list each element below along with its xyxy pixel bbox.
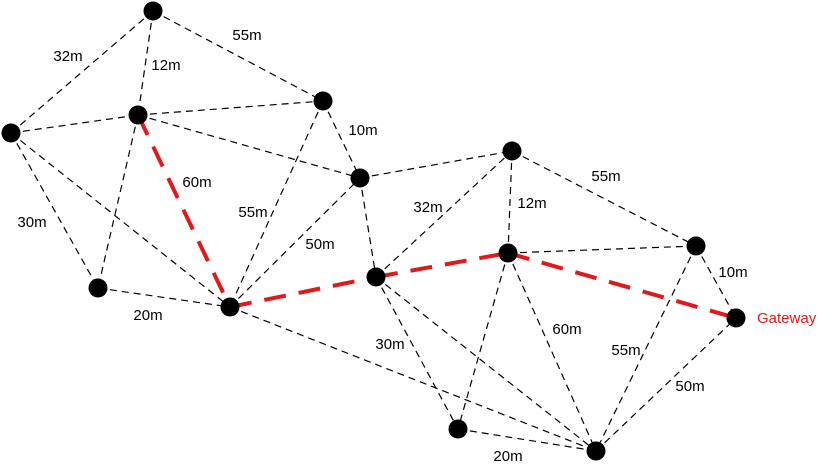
distance-label-n1-n4: 55m xyxy=(232,27,261,44)
link-n1-n4 xyxy=(152,10,324,102)
link-n9-n10 xyxy=(507,150,513,254)
link-n4-n7 xyxy=(322,100,361,179)
nodes-layer xyxy=(1,1,746,461)
mesh-node-6 xyxy=(220,297,240,317)
distance-label-n1-n2: 32m xyxy=(53,48,82,65)
distance-label-n5-n6: 20m xyxy=(133,307,162,324)
distance-label-n10-n13: 60m xyxy=(552,321,581,338)
link-n2-n6 xyxy=(10,132,231,308)
link-n11-n14 xyxy=(695,245,737,319)
link-n10-n11 xyxy=(507,245,697,254)
link-n8-n13 xyxy=(375,276,597,452)
link-n11-n13 xyxy=(595,245,697,452)
route-link-n6-n8 xyxy=(229,275,377,309)
gateway-label: Gateway xyxy=(757,310,817,327)
route-link-n10-n14 xyxy=(507,251,737,320)
link-n2-n5 xyxy=(10,132,99,289)
distance-label-n11-n14: 10m xyxy=(718,264,747,281)
link-n2-n3 xyxy=(10,114,139,134)
link-n1-n3 xyxy=(137,10,154,116)
link-n13-n14 xyxy=(595,317,737,452)
link-n10-n13 xyxy=(507,252,597,452)
link-n12-n13 xyxy=(457,428,597,452)
link-n8-n12 xyxy=(375,276,459,430)
link-n1-n2 xyxy=(10,10,154,134)
edges-layer xyxy=(10,10,737,452)
distance-label-n4-n7: 10m xyxy=(348,122,377,139)
mesh-node-1 xyxy=(143,1,163,21)
link-n6-n13 xyxy=(229,306,597,452)
link-n3-n7 xyxy=(137,114,361,179)
mesh-node-4 xyxy=(313,91,333,111)
distance-label-n4-n6: 55m xyxy=(238,204,267,221)
distance-label-n13-n14: 50m xyxy=(675,378,704,395)
mesh-node-2 xyxy=(1,123,21,143)
distance-label-n11-n13: 55m xyxy=(611,342,640,359)
distance-label-n8-n12: 30m xyxy=(375,336,404,353)
link-n7-n9 xyxy=(359,150,513,179)
labels-layer: 32m 55m 12m 30m 60m 10m 55m 20m 50m 32m 30m 55m 12m 6… xyxy=(17,27,747,465)
distance-label-n3-n6: 60m xyxy=(182,174,211,191)
mesh-node-3 xyxy=(128,105,148,125)
distance-label-n9-n11: 55m xyxy=(591,168,620,185)
mesh-node-9 xyxy=(502,141,522,161)
link-n3-n4 xyxy=(137,100,324,116)
distance-label-n8-n9: 32m xyxy=(413,199,442,216)
mesh-node-13 xyxy=(586,441,606,461)
link-n4-n6 xyxy=(229,100,324,308)
distance-label-n12-n13: 20m xyxy=(493,448,522,465)
link-n6-n7 xyxy=(229,177,361,308)
route-link-n8-n10 xyxy=(375,251,509,279)
mesh-node-11 xyxy=(686,236,706,256)
mesh-node-7 xyxy=(350,168,370,188)
mesh-node-12 xyxy=(448,419,468,439)
mesh-node-8 xyxy=(366,267,386,287)
distance-label-n6-n7: 50m xyxy=(305,236,334,253)
distance-label-n2-n5: 30m xyxy=(17,214,46,231)
mesh-node-5 xyxy=(88,278,108,298)
route-link-n3-n6 xyxy=(136,114,232,308)
gateway-node xyxy=(726,308,746,328)
route-layer xyxy=(136,114,737,320)
link-n10-n12 xyxy=(457,252,509,430)
link-n8-n9 xyxy=(375,150,513,278)
distance-label-n1-n3: 12m xyxy=(151,57,180,74)
distance-label-n9-n10: 12m xyxy=(517,195,546,212)
mesh-node-10 xyxy=(498,243,518,263)
link-n3-n5 xyxy=(97,114,139,289)
link-n5-n6 xyxy=(97,287,231,308)
link-n9-n11 xyxy=(511,150,697,247)
link-n7-n8 xyxy=(359,177,377,278)
